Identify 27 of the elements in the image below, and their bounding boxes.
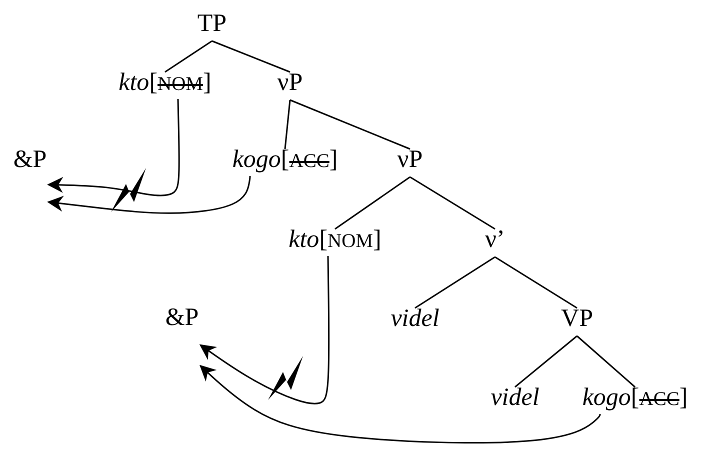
tree-branch: [164, 40, 212, 73]
tree-node-label: VP: [561, 305, 593, 333]
movement-arrow: [199, 256, 330, 404]
tree-node-label: TP: [197, 10, 227, 38]
tree-branch: [494, 256, 578, 309]
tree-node-label: kogo[ACC]: [582, 384, 688, 414]
tree-node-label: kogo[ACC]: [232, 146, 338, 176]
movement-arrow: [47, 98, 180, 196]
tree-branch: [284, 100, 291, 150]
tree-node-label: ν’: [485, 226, 505, 254]
tree-branch: [414, 256, 496, 309]
tree-node-label: kto[NOM]: [288, 226, 382, 256]
tree-node-label: νP: [397, 146, 423, 174]
tree-branch: [212, 40, 290, 73]
word-label: videl: [490, 384, 540, 412]
tree-node-label: &P: [165, 304, 199, 332]
tree-branch: [290, 99, 410, 150]
tree-node-label: νP: [277, 69, 303, 97]
tree-node-label: &P: [13, 146, 47, 174]
tree-branch: [410, 176, 496, 230]
tree-branch: [576, 335, 636, 388]
tree-node-label: kto[NOM]: [118, 69, 212, 99]
tree-branch: [334, 176, 410, 230]
movement-arrow: [200, 364, 601, 444]
word-label: videl: [390, 305, 440, 333]
movement-arrow: [47, 176, 251, 214]
tree-branch: [514, 335, 578, 388]
